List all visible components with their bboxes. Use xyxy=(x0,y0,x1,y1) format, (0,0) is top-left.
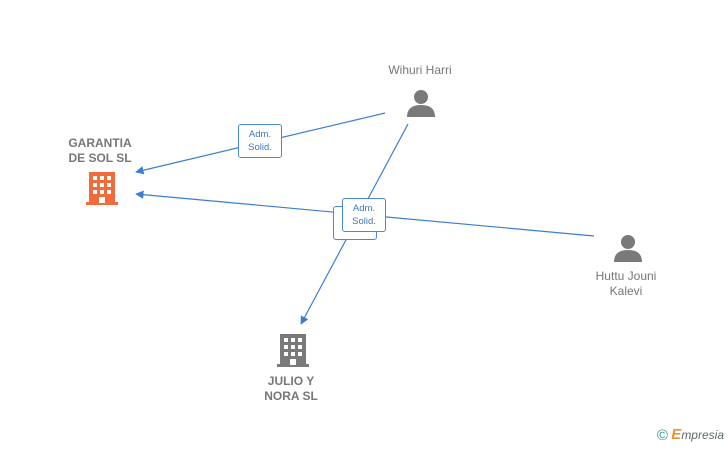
edge-label-line: Solid. xyxy=(248,142,272,153)
person-icon[interactable] xyxy=(613,233,643,263)
person-label-huttu[interactable]: Huttu Jouni Kalevi xyxy=(595,269,657,298)
company-label-julio[interactable]: JULIO Y NORA SL xyxy=(264,374,318,403)
edge-label-wihuri-julio: Adm. Solid. xyxy=(342,198,386,232)
building-icon[interactable] xyxy=(86,170,118,206)
watermark: © Empresia xyxy=(657,426,724,444)
edge-label-line: Adm. xyxy=(248,129,272,140)
person-label-wihuri[interactable]: Wihuri Harri xyxy=(388,63,452,77)
person-icon[interactable] xyxy=(406,88,436,118)
building-icon[interactable] xyxy=(277,332,309,368)
edge-label-wihuri-garantia: Adm. Solid. xyxy=(238,124,282,158)
copyright-icon: © xyxy=(656,427,668,444)
edge-label-line: Adm. xyxy=(352,203,376,214)
edge-label-line: Solid. xyxy=(352,216,376,227)
brand-logo-letter: E xyxy=(671,426,682,443)
company-label-garantia[interactable]: GARANTIA DE SOL SL xyxy=(68,136,132,165)
brand-logo-text: mpresia xyxy=(681,428,724,442)
